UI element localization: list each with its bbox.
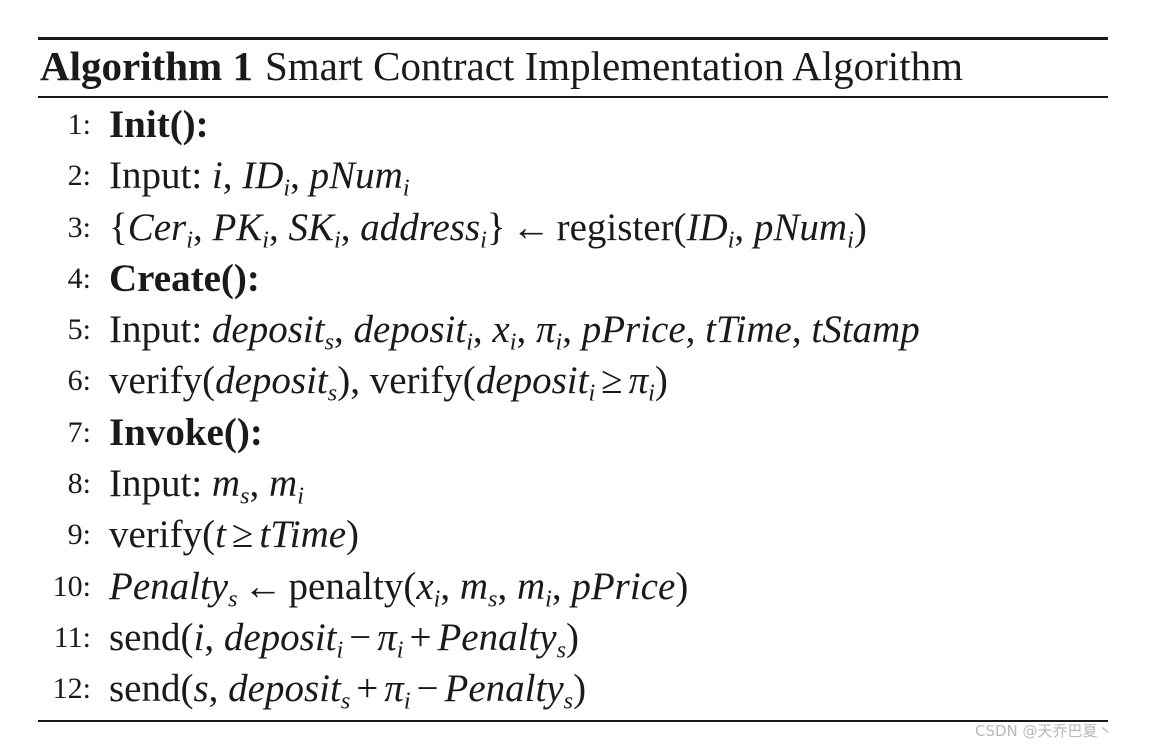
algorithm-title: Smart Contract Implementation Algorithm [264,43,963,89]
line-number: 12: [52,672,91,706]
line-number: 5: [67,313,91,347]
algorithm-label: Algorithm 1 [40,43,253,89]
line-number: 8: [67,467,91,501]
line-text: Create(): [109,256,260,300]
algorithm-line: 4: Create(): [0,253,1154,304]
algorithm-line: 2: Input: i, IDi, pNumi [0,150,1154,201]
line-text: verify(deposits), verify(depositi≥πi) [109,359,668,408]
algorithm-line: 12: send(s, deposits+πi−Penaltys) [0,663,1154,714]
line-text: Input: ms, mi [109,462,304,510]
line-text: verify(t≥tTime) [109,513,360,557]
watermark-text: CSDN @天乔巴夏丶 [975,722,1113,740]
algorithm-line: 3: {Ceri, PKi, SKi, addressi}←register(I… [0,202,1154,253]
line-text: send(i, depositi−πi+Penaltys) [109,615,580,664]
line-text: Invoke(): [109,410,263,454]
line-text: send(s, deposits+πi−Penaltys) [109,667,587,715]
algorithm-line: 9: verify(t≥tTime) [0,509,1154,560]
line-number: 1: [67,108,91,141]
line-number: 2: [67,159,91,193]
line-number: 4: [67,261,91,295]
bottom-rule [38,720,1108,722]
algorithm-body: 1: Init(): 2: Input: i, IDi, pNumi 3: {C… [0,99,1154,715]
algorithm-line: 11: send(i, depositi−πi+Penaltys) [0,612,1154,663]
line-number: 6: [67,364,91,398]
algorithm-line: 7: Invoke(): [0,407,1154,458]
algorithm-line: 1: Init(): [0,99,1154,150]
line-number: 3: [67,210,91,244]
caption-rule [38,96,1108,98]
line-number: 11: [53,620,91,654]
line-text: Input: i, IDi, pNumi [109,154,410,203]
line-number: 9: [67,518,91,552]
algorithm-line: 5: Input: deposits, depositi, xi, πi, pP… [0,304,1154,355]
line-text: Init(): [109,103,209,146]
line-text: {Ceri, PKi, SKi, addressi}←register(IDi,… [109,205,867,254]
algorithm-line: 6: verify(deposits), verify(depositi≥πi) [0,355,1154,406]
line-text: Penaltys←penalty(xi, ms, mi, pPrice) [109,564,689,613]
line-number: 7: [67,415,91,449]
line-text: Input: deposits, depositi, xi, πi, pPric… [109,308,920,356]
algorithm-line: 10: Penaltys←penalty(xi, ms, mi, pPrice) [0,561,1154,612]
algorithm-line: 8: Input: ms, mi [0,458,1154,509]
line-number: 10: [52,569,91,603]
top-rule [38,37,1108,40]
